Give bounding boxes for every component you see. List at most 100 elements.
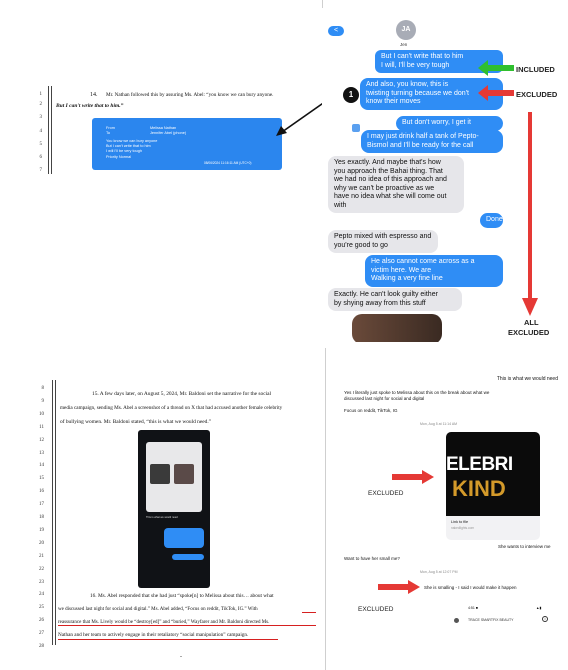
- phone-bubble: [172, 554, 204, 560]
- message-bubble-sent: I may just drink half a tank of Pepto- B…: [361, 130, 503, 153]
- footer-icon: [454, 618, 459, 623]
- included-label: INCLUDED: [516, 65, 555, 74]
- down-arrow-icon: [522, 112, 538, 316]
- signal-icon: ▲▮: [536, 606, 542, 610]
- back-button[interactable]: <: [328, 26, 344, 36]
- para15-line: of bullying women. Mr. Baldoni stated, “…: [60, 419, 212, 425]
- line-number: 11: [39, 424, 44, 430]
- para16-line: reassurance that Ms. Lively would be “de…: [58, 620, 270, 625]
- line-number: 9: [41, 398, 45, 404]
- vertical-divider-bottom: [325, 348, 326, 670]
- phone-bubble: [164, 528, 204, 548]
- message-text: But I can't write that to him I will, I'…: [381, 53, 464, 69]
- excluded-arrow-icon: [392, 470, 434, 484]
- line-number: 3: [39, 115, 43, 120]
- sms-body-line: I will I'll be very tough: [106, 149, 142, 153]
- line-number: 7: [39, 168, 43, 173]
- sms-timestamp: 08/06/2024 11:16:11 AM (UTC+0): [204, 161, 252, 165]
- line-number: 10: [39, 411, 44, 417]
- sent-bubble: This is what we would need: [478, 376, 558, 382]
- reaction-icon: [352, 124, 360, 132]
- line-number: 20: [39, 540, 44, 546]
- phone-caption: This is what we would need: [146, 516, 178, 519]
- line-number: 12: [39, 437, 44, 443]
- excluded-label: EXCLUDED: [368, 490, 404, 497]
- page-number: -: [180, 654, 182, 660]
- sent-message: She is smalling - I said I would make it…: [424, 585, 517, 590]
- line-number: 25: [39, 605, 44, 611]
- bottom-right-chat: This is what we would need Yes I literal…: [328, 352, 564, 668]
- message-bubble-sent: But I can't write that to him I will, I'…: [375, 50, 503, 73]
- sms-priority: Priority Normal: [106, 155, 132, 159]
- line-number: 17: [39, 502, 44, 508]
- line-number: 22: [39, 566, 44, 572]
- included-arrow-icon: [478, 60, 514, 76]
- top-left-document: 1 2 3 4 5 6 7 14. Mr. Nathan followed th…: [20, 82, 312, 182]
- image-card: ELEBRI KIND Link to file nakedlights.com: [446, 432, 540, 540]
- para14-number: 14.: [90, 92, 98, 98]
- sms-record-card: From To Melissa Nathan Jennifer Abel (ph…: [92, 118, 282, 170]
- all-excluded-label-2: EXCLUDED: [508, 328, 550, 337]
- line-number: 24: [39, 592, 44, 598]
- phone-card-image: [150, 464, 170, 484]
- back-chevron-icon: <: [333, 27, 339, 34]
- line-number: 19: [39, 527, 44, 533]
- footer-label: TRACE SMARTFIX BEAUTY: [468, 618, 514, 622]
- sms-body-line: But I can't write that to him: [106, 144, 151, 148]
- excluded-label: EXCLUDED: [358, 606, 394, 613]
- line-number: 23: [39, 579, 44, 585]
- all-excluded-label-1: ALL: [524, 318, 539, 327]
- sms-to-label: To: [106, 131, 111, 135]
- red-underline: [302, 612, 316, 613]
- phone-card-image: [174, 464, 194, 484]
- sms-body-line: You know we can bury anyone: [106, 139, 158, 143]
- contact-name: Jen: [400, 42, 408, 47]
- status-time: 4:51 ■: [468, 606, 478, 610]
- date-separator: Mon, Aug 5 at 12:07 PM: [420, 570, 458, 574]
- para16-line: 16. Ms. Abel responded that she had just…: [90, 593, 274, 599]
- message-text: Yes exactly. And maybe that's how you ap…: [334, 159, 447, 209]
- line-number: 18: [39, 515, 44, 520]
- badge-number: 1: [348, 90, 354, 99]
- message-bubble-sent: But don't worry, I get it: [396, 116, 503, 131]
- red-underline: [58, 639, 278, 640]
- line-number: 15: [39, 476, 44, 482]
- para14-text: Mr. Nathan followed this by assuring Ms.…: [106, 92, 274, 98]
- line-number: 2: [39, 102, 43, 107]
- line-number: 5: [39, 142, 43, 147]
- message-bubble-sent: He also cannot come across as a victim h…: [365, 255, 503, 287]
- sms-from-label: From: [106, 126, 115, 130]
- message-text: And also, you know, this is twisting tur…: [366, 81, 469, 105]
- line-number: 27: [39, 631, 44, 637]
- info-icon[interactable]: i: [542, 616, 548, 622]
- line-number: 21: [39, 553, 44, 559]
- date-separator: Mon, Aug 5 at 11:14 AM: [420, 422, 458, 426]
- line-number: 13: [39, 450, 44, 456]
- imessage-screenshot: < JA Jen But I can't write that to him I…: [322, 8, 518, 342]
- message-text: He also cannot come across as a victim h…: [371, 258, 475, 282]
- red-underline: [58, 625, 316, 626]
- message-text: Exactly. He can't look guilty either by …: [334, 291, 438, 307]
- message-bubble-sent: Done: [480, 213, 503, 228]
- para14-cont: But I can't write that to him.”: [56, 103, 124, 109]
- message-bubble-sent: And also, you know, this is twisting tur…: [360, 78, 503, 110]
- received-message: Focus on reddit, TikTok, IG: [344, 408, 398, 413]
- number-badge: 1: [343, 87, 359, 103]
- excluded-label: EXCLUDED: [516, 90, 558, 99]
- message-text: Done: [486, 216, 503, 223]
- line-number: 26: [39, 618, 44, 624]
- message-text: But don't worry, I get it: [402, 119, 471, 126]
- image-text: KIND: [452, 476, 506, 501]
- received-message: Yes I literally just spoke to Melissa ab…: [344, 390, 490, 401]
- para16-line: Nathan and her team to actively engage i…: [58, 632, 249, 638]
- message-text: Pepto mixed with espresso and you're goo…: [334, 233, 432, 249]
- sms-from-value: Melissa Nathan: [150, 126, 177, 130]
- excluded-arrow-icon: [478, 85, 514, 101]
- left-margin-line-2: [55, 380, 56, 645]
- link-title[interactable]: Link to file: [451, 520, 469, 524]
- avatar: JA: [396, 20, 416, 40]
- line-number: 28: [39, 644, 44, 649]
- left-margin-line: [52, 380, 53, 645]
- line-number: 16: [39, 489, 44, 495]
